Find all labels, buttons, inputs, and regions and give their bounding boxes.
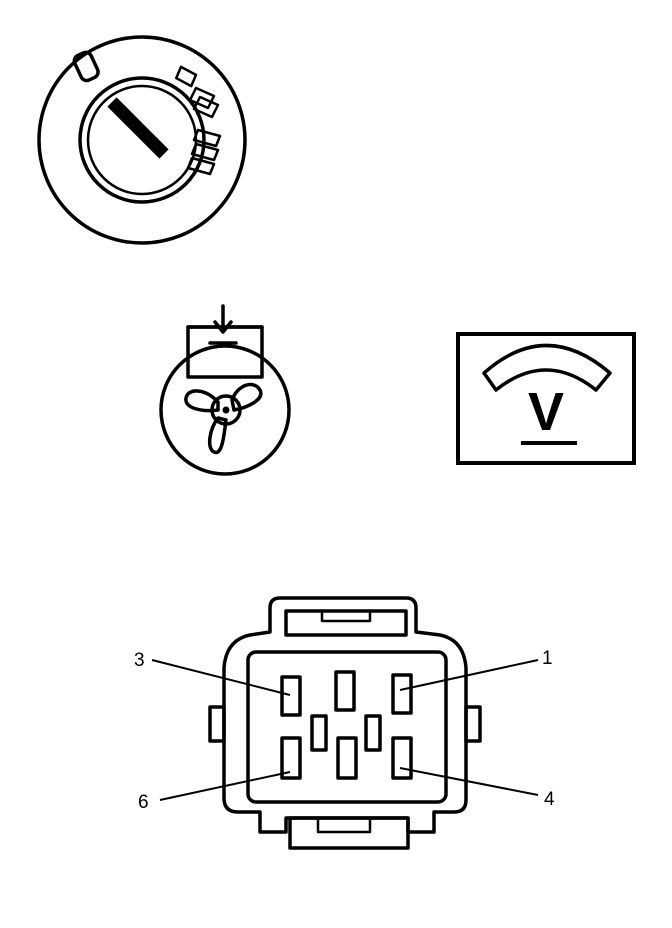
terminal-1-pin xyxy=(391,673,413,715)
leader-line-6 xyxy=(159,771,291,801)
blower-fan-motor-icon xyxy=(159,304,291,476)
voltmeter-icon: V xyxy=(456,332,636,465)
ignition-switch-icon xyxy=(37,35,247,245)
leader-line-4 xyxy=(399,767,539,796)
position-1-marker xyxy=(174,65,198,88)
terminal-label-3: 3 xyxy=(134,650,145,671)
terminal-3-pin xyxy=(280,675,302,717)
six-pin-connector-icon xyxy=(208,596,482,850)
leader-line-3 xyxy=(151,659,291,696)
position-0-marker xyxy=(72,50,100,83)
leader-line-1 xyxy=(399,659,539,691)
terminal-label-4: 4 xyxy=(544,789,555,810)
terminal-2-pin xyxy=(334,670,356,712)
key-slot xyxy=(107,97,169,159)
terminal-label-1: 1 xyxy=(542,648,553,669)
terminal-4-pin xyxy=(391,736,413,780)
terminal-label-6: 6 xyxy=(138,792,149,813)
position-2-marker xyxy=(188,86,220,119)
voltmeter-symbol: V xyxy=(528,382,564,442)
terminal-5-pin xyxy=(336,736,358,780)
terminal-6-pin xyxy=(280,736,302,780)
position-3-marker xyxy=(186,128,222,176)
fan-blades xyxy=(184,382,263,455)
